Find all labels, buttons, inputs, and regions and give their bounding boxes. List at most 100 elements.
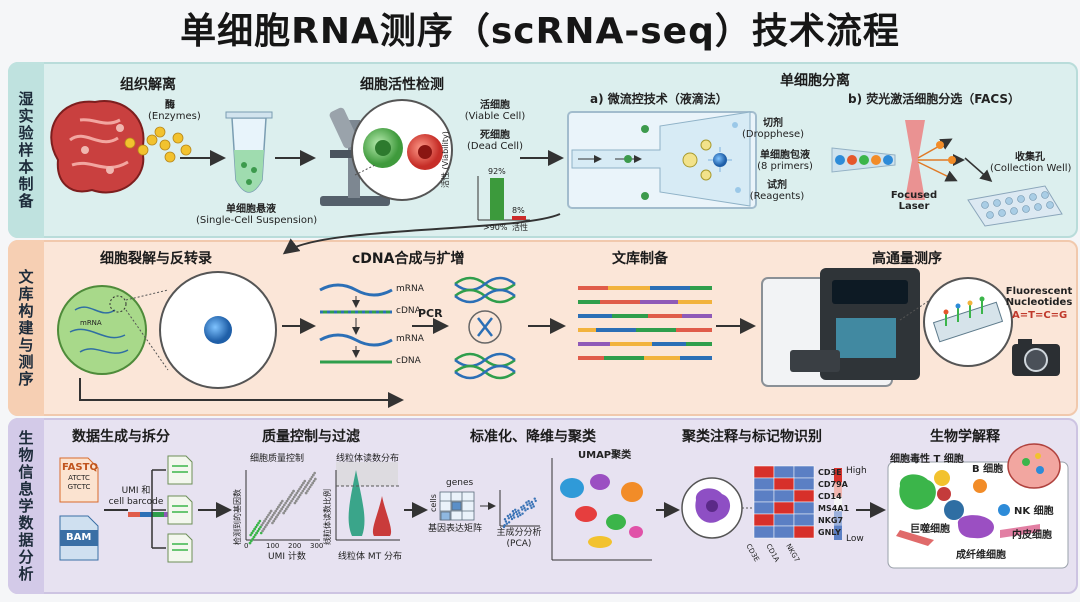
heatmap-cell <box>753 525 775 539</box>
macrophage-label: 巨噬细胞 <box>910 524 950 535</box>
qc-tick: 300 <box>310 542 324 550</box>
qc-point <box>275 515 278 519</box>
pca-point <box>518 511 521 515</box>
bam-label: BAM <box>66 532 92 543</box>
qc-point <box>294 499 298 503</box>
qc-point <box>275 507 279 511</box>
mrna-label-1: mRNA <box>396 284 424 294</box>
pca-point <box>531 503 534 506</box>
pca-point <box>512 512 516 515</box>
enzyme-icons <box>124 126 192 163</box>
qc-point <box>265 515 269 519</box>
qc-point <box>274 509 278 513</box>
marker-heatmap <box>753 465 815 539</box>
qc-point <box>302 487 306 491</box>
heatmap-cell <box>793 525 815 539</box>
dead-cell-label: 死细胞(Dead Cell) <box>466 130 523 152</box>
qc-point <box>269 509 273 513</box>
qc-point <box>257 527 261 531</box>
qc-point <box>294 493 297 497</box>
bases-label: A=T=C=G <box>1012 310 1068 321</box>
heatmap-cell <box>773 513 795 527</box>
qc-point <box>292 495 296 499</box>
qc-point <box>306 489 309 493</box>
qc-point <box>249 533 252 537</box>
qc-point <box>304 485 307 489</box>
pca-point <box>507 521 511 524</box>
mrna-small-label: mRNA <box>80 319 102 327</box>
heatmap-cell <box>753 501 775 515</box>
qc-point <box>263 525 267 529</box>
qc-plot-title: 细胞质量控制 <box>250 454 305 464</box>
colorbar-segment <box>834 525 842 540</box>
pca-point <box>514 508 517 511</box>
cdna-label-2: cDNA <box>396 356 421 366</box>
heatmap-gene-label: CD14 <box>818 492 842 501</box>
step-cdna: cDNA合成与扩增 <box>352 251 465 267</box>
step-biological-interpretation: 生物学解释 <box>930 429 1000 445</box>
qc-point <box>288 495 291 499</box>
umap-plot <box>551 458 652 561</box>
heatmap-cell <box>773 501 795 515</box>
heatmap-gene-label: CD79A <box>818 480 848 489</box>
reagent-label: 试剂(Reagents) <box>749 180 805 202</box>
qc-point <box>286 497 290 501</box>
qc-point <box>277 505 280 509</box>
pca-point <box>506 514 510 518</box>
qc-point <box>250 531 254 535</box>
heatmap-cell <box>793 501 815 515</box>
colorbar-high: High <box>846 466 867 476</box>
viability-axis-label: 活性 (Viability) <box>441 131 450 188</box>
pca-point <box>511 510 515 513</box>
qc-point <box>305 483 309 487</box>
qc-point <box>267 513 270 517</box>
qc-point <box>252 529 255 533</box>
qc-point <box>250 539 253 543</box>
pca-point <box>510 517 514 521</box>
heatmap-cell <box>773 489 795 503</box>
dropphese-label: 切剂(Dropphese) <box>741 118 805 140</box>
heatmap-cell <box>773 465 795 479</box>
section-label-wet-lab: 湿实验样本制备 <box>8 62 44 238</box>
umap-label: UMAP聚类 <box>578 450 632 461</box>
heatmap-cell <box>793 465 815 479</box>
colorbar-segment <box>834 468 842 483</box>
qc-point <box>259 531 263 535</box>
pcr-helices <box>454 276 516 380</box>
qc-point <box>253 533 257 537</box>
colorbar-segment <box>834 496 842 512</box>
pca-point <box>528 502 531 505</box>
pca-point <box>516 515 520 518</box>
qc-point <box>312 473 315 477</box>
pca-point <box>515 513 519 516</box>
bam-file-icon <box>59 515 99 561</box>
mt-ylabel: 线粒体读数比例 <box>323 489 332 545</box>
qc-point <box>304 491 308 495</box>
qc-point <box>270 515 274 519</box>
qc-point <box>268 511 272 515</box>
barcoded-bead <box>204 316 232 344</box>
pca-point <box>530 500 534 504</box>
pca-point <box>520 506 523 509</box>
pca-point <box>527 499 530 503</box>
qc-tick: 0 <box>244 542 249 550</box>
pca-point <box>514 510 518 514</box>
qc-point <box>286 505 289 509</box>
section-label-library: 文库构建与测序 <box>8 240 44 416</box>
library-fragments <box>578 286 712 360</box>
viability-bar-viable-label: 92% <box>488 167 506 176</box>
heatmap-gene-label: CD3E <box>818 468 842 477</box>
qc-point <box>255 523 259 527</box>
pca-point <box>505 522 509 525</box>
cells-label: cells <box>429 494 438 512</box>
mrna-label-2: mRNA <box>396 334 424 344</box>
step-qc: 质量控制与过滤 <box>262 429 360 445</box>
qc-point <box>271 521 274 525</box>
heatmap-cell <box>773 477 795 491</box>
qc-point <box>301 489 305 493</box>
qc-point <box>288 501 292 505</box>
enzyme-label: 酶(Enzymes) <box>148 100 201 122</box>
